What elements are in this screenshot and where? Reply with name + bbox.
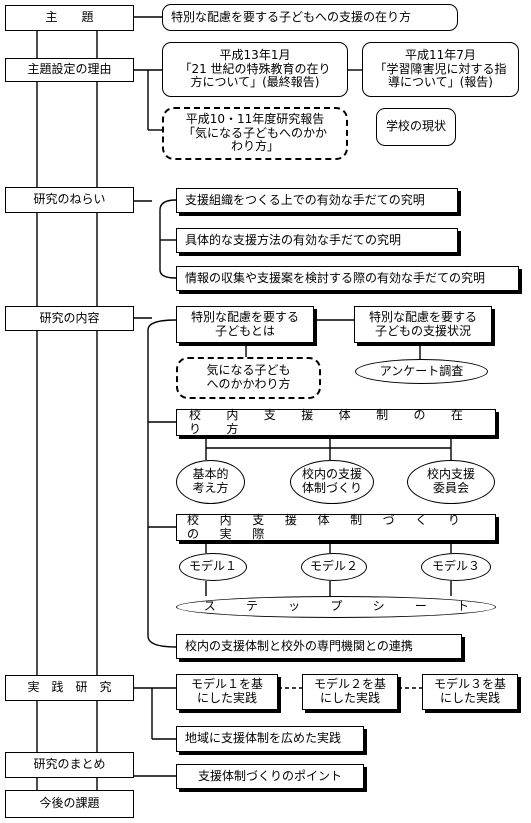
theme-box: 特別な配慮を要する子どもへの支援の在り方 — [162, 4, 458, 31]
content-committee: 校内支援 委員会 — [407, 460, 495, 504]
content-special-children: 特別な配慮を要する 子どもとは — [176, 306, 314, 343]
practice-regional: 地域に支援体制を広めた実践 — [176, 726, 364, 752]
reason-school-status: 学校の現状 — [376, 108, 456, 146]
content-system-creation: 校内の支援 体制づくり — [290, 460, 374, 504]
content-external-cooperation: 校内の支援体制と校外の専門機関との連携 — [176, 634, 462, 659]
practice-model-2: モデル２を基 にした実践 — [302, 674, 398, 710]
section-practice: 実 践 研 究 — [5, 675, 134, 701]
content-system-ideal: 校 内 支 援 体 制 の 在 り 方 — [176, 408, 496, 436]
content-support-status: 特別な配慮を要する 子どもの支援状況 — [354, 306, 492, 343]
content-system-practice: 校 内 支 援 体 制 づ く り の 実 際 — [176, 513, 496, 541]
section-summary: 研究のまとめ — [5, 752, 134, 778]
content-model-3: モデル３ — [421, 553, 491, 581]
section-aim: 研究のねらい — [5, 187, 134, 213]
content-model-2: モデル２ — [301, 553, 367, 581]
aim-item-3: 情報の収集や支援案を検討する際の有効な手だての究明 — [176, 266, 519, 291]
section-content: 研究の内容 — [5, 306, 134, 331]
content-model-1: モデル１ — [179, 553, 247, 581]
reason-report-1999: 平成11年7月 「学習障害児に対する指 導について」(報告) — [362, 42, 519, 97]
content-survey: アンケート調査 — [355, 359, 488, 384]
aim-item-1: 支援組織をつくる上での有効な手だての究明 — [176, 188, 458, 213]
summary-points: 支援体制づくりのポイント — [176, 764, 364, 789]
section-reason: 主題設定の理由 — [5, 58, 134, 82]
content-step-sheet: ス テ ッ プ シ ー ト — [176, 596, 496, 618]
practice-model-1: モデル１を基 にした実践 — [176, 674, 278, 710]
section-theme: 主 題 — [5, 5, 134, 31]
aim-item-2: 具体的な支援方法の有効な手だての究明 — [176, 228, 458, 253]
content-concern-approach: 気になる子ども へのかかわり方 — [176, 357, 321, 399]
section-future: 今後の課題 — [5, 790, 134, 818]
practice-model-3: モデル３を基 にした実践 — [422, 674, 518, 710]
reason-report-2001: 平成13年1月 「21 世紀の特殊教育の在り 方について」(最終報告) — [162, 42, 348, 97]
content-basic-idea: 基本的 考え方 — [176, 460, 245, 504]
reason-research-report: 平成10・11年度研究報告 「気になる子どもへのかか わり方」 — [162, 107, 348, 160]
